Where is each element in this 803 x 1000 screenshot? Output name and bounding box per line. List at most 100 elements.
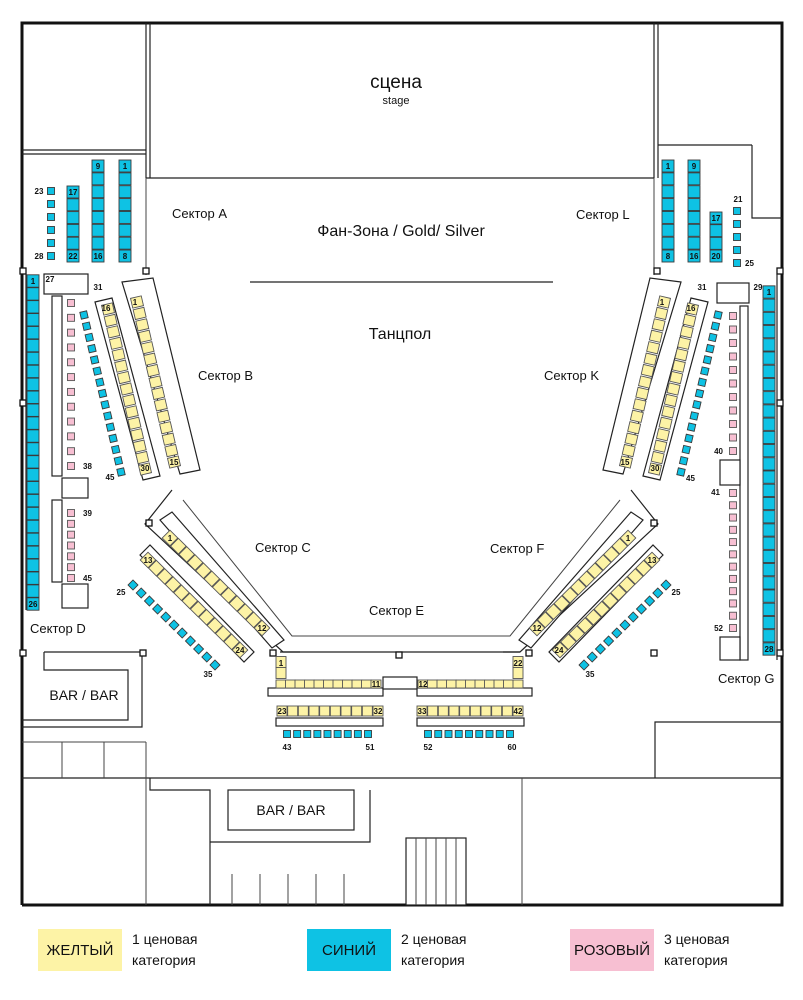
seat-sector-e[interactable]	[512, 705, 524, 717]
seat-sector-g[interactable]	[729, 325, 737, 334]
seat-sector-g[interactable]	[729, 433, 737, 442]
seat-sector-e[interactable]	[340, 705, 352, 717]
seat-sector-a[interactable]	[91, 210, 105, 224]
seat-sector-e[interactable]	[512, 667, 524, 679]
seat-sector-e[interactable]	[276, 705, 288, 717]
seat-sector-l[interactable]	[661, 236, 675, 250]
seat-sector-a[interactable]	[47, 239, 55, 247]
seat-sector-d[interactable]	[26, 390, 40, 404]
seat-sector-a[interactable]	[66, 236, 80, 250]
seat-sector-k[interactable]	[702, 355, 713, 365]
seat-sector-d[interactable]	[26, 558, 40, 572]
seat-sector-l[interactable]	[733, 259, 741, 267]
seat-sector-g[interactable]	[762, 576, 776, 590]
seat-sector-c[interactable]	[156, 567, 174, 585]
seat-sector-c[interactable]	[127, 579, 139, 591]
seat-sector-d[interactable]	[67, 343, 75, 352]
seat-sector-c[interactable]	[161, 529, 179, 547]
seat-sector-b[interactable]	[164, 443, 179, 458]
seat-sector-g[interactable]	[762, 536, 776, 550]
seat-sector-g[interactable]	[762, 351, 776, 365]
seat-sector-b[interactable]	[132, 306, 147, 321]
seat-sector-a[interactable]	[66, 223, 80, 237]
seat-sector-c[interactable]	[160, 611, 172, 623]
seat-sector-k[interactable]	[677, 336, 692, 350]
seat-sector-k[interactable]	[682, 313, 697, 328]
seat-sector-k[interactable]	[678, 456, 689, 466]
seat-sector-e[interactable]	[364, 730, 372, 738]
seat-sector-l[interactable]	[687, 159, 701, 173]
seat-sector-b[interactable]	[79, 310, 89, 320]
seat-sector-f[interactable]	[553, 595, 571, 612]
seat-sector-b[interactable]	[103, 313, 118, 328]
seat-sector-f[interactable]	[652, 587, 664, 599]
seat-sector-d[interactable]	[67, 402, 75, 411]
seat-sector-f[interactable]	[585, 608, 602, 626]
seat-sector-d[interactable]	[26, 545, 40, 559]
seat-sector-g[interactable]	[729, 587, 737, 596]
seat-sector-e[interactable]	[361, 705, 373, 717]
seat-sector-f[interactable]	[660, 579, 672, 591]
seat-sector-g[interactable]	[729, 538, 737, 547]
seat-sector-d[interactable]	[26, 313, 40, 327]
seat-sector-e[interactable]	[275, 667, 287, 679]
seat-sector-f[interactable]	[578, 659, 590, 671]
seat-sector-g[interactable]	[729, 352, 737, 361]
seat-sector-a[interactable]	[47, 252, 55, 260]
seat-sector-k[interactable]	[661, 405, 676, 419]
seat-sector-e[interactable]	[283, 730, 291, 738]
seat-sector-c[interactable]	[236, 603, 254, 621]
seat-sector-f[interactable]	[586, 562, 604, 580]
seat-sector-e[interactable]	[480, 705, 492, 717]
seat-sector-d[interactable]	[67, 432, 75, 441]
seat-sector-e[interactable]	[332, 679, 344, 689]
seat-sector-f[interactable]	[586, 651, 598, 663]
seat-sector-b[interactable]	[100, 302, 116, 316]
seat-sector-e[interactable]	[459, 705, 471, 717]
seat-sector-k[interactable]	[648, 329, 663, 343]
seat-sector-g[interactable]	[762, 589, 776, 603]
seat-sector-l[interactable]	[687, 198, 701, 212]
seat-sector-c[interactable]	[193, 643, 205, 655]
seat-sector-a[interactable]	[91, 185, 105, 199]
seat-sector-g[interactable]	[729, 379, 737, 388]
seat-sector-b[interactable]	[159, 421, 174, 435]
seat-sector-g[interactable]	[762, 285, 776, 299]
seat-sector-b[interactable]	[92, 366, 102, 376]
seat-sector-g[interactable]	[729, 420, 737, 428]
seat-sector-c[interactable]	[228, 595, 246, 612]
seat-sector-g[interactable]	[762, 430, 776, 445]
seat-sector-e[interactable]	[351, 679, 363, 689]
seat-sector-c[interactable]	[201, 651, 213, 663]
seat-sector-d[interactable]	[67, 328, 75, 337]
seat-sector-c[interactable]	[209, 659, 221, 671]
seat-sector-l[interactable]	[687, 210, 701, 224]
seat-sector-g[interactable]	[729, 366, 737, 374]
seat-sector-d[interactable]	[67, 313, 75, 322]
seat-sector-e[interactable]	[465, 679, 476, 689]
seat-sector-d[interactable]	[26, 506, 40, 521]
seat-sector-d[interactable]	[26, 468, 40, 482]
seat-sector-k[interactable]	[655, 428, 670, 442]
seat-sector-g[interactable]	[729, 406, 737, 415]
seat-sector-e[interactable]	[308, 705, 320, 717]
seat-sector-c[interactable]	[186, 554, 204, 571]
seat-sector-e[interactable]	[361, 679, 372, 689]
seat-sector-b[interactable]	[111, 348, 126, 362]
seat-sector-f[interactable]	[568, 625, 586, 643]
seat-sector-k[interactable]	[646, 341, 661, 355]
seat-sector-g[interactable]	[762, 417, 776, 431]
seat-sector-b[interactable]	[130, 428, 145, 442]
seat-sector-l[interactable]	[709, 236, 723, 250]
seat-sector-g[interactable]	[762, 311, 776, 326]
seat-sector-d[interactable]	[26, 519, 40, 534]
seat-sector-c[interactable]	[143, 595, 155, 607]
seat-sector-b[interactable]	[135, 450, 150, 465]
seat-sector-b[interactable]	[122, 393, 137, 408]
seat-sector-b[interactable]	[95, 377, 105, 388]
seat-sector-f[interactable]	[635, 603, 647, 615]
seat-sector-k[interactable]	[710, 321, 721, 331]
seat-sector-d[interactable]	[26, 338, 40, 353]
seat-sector-a[interactable]	[118, 159, 132, 173]
seat-sector-f[interactable]	[618, 576, 636, 593]
